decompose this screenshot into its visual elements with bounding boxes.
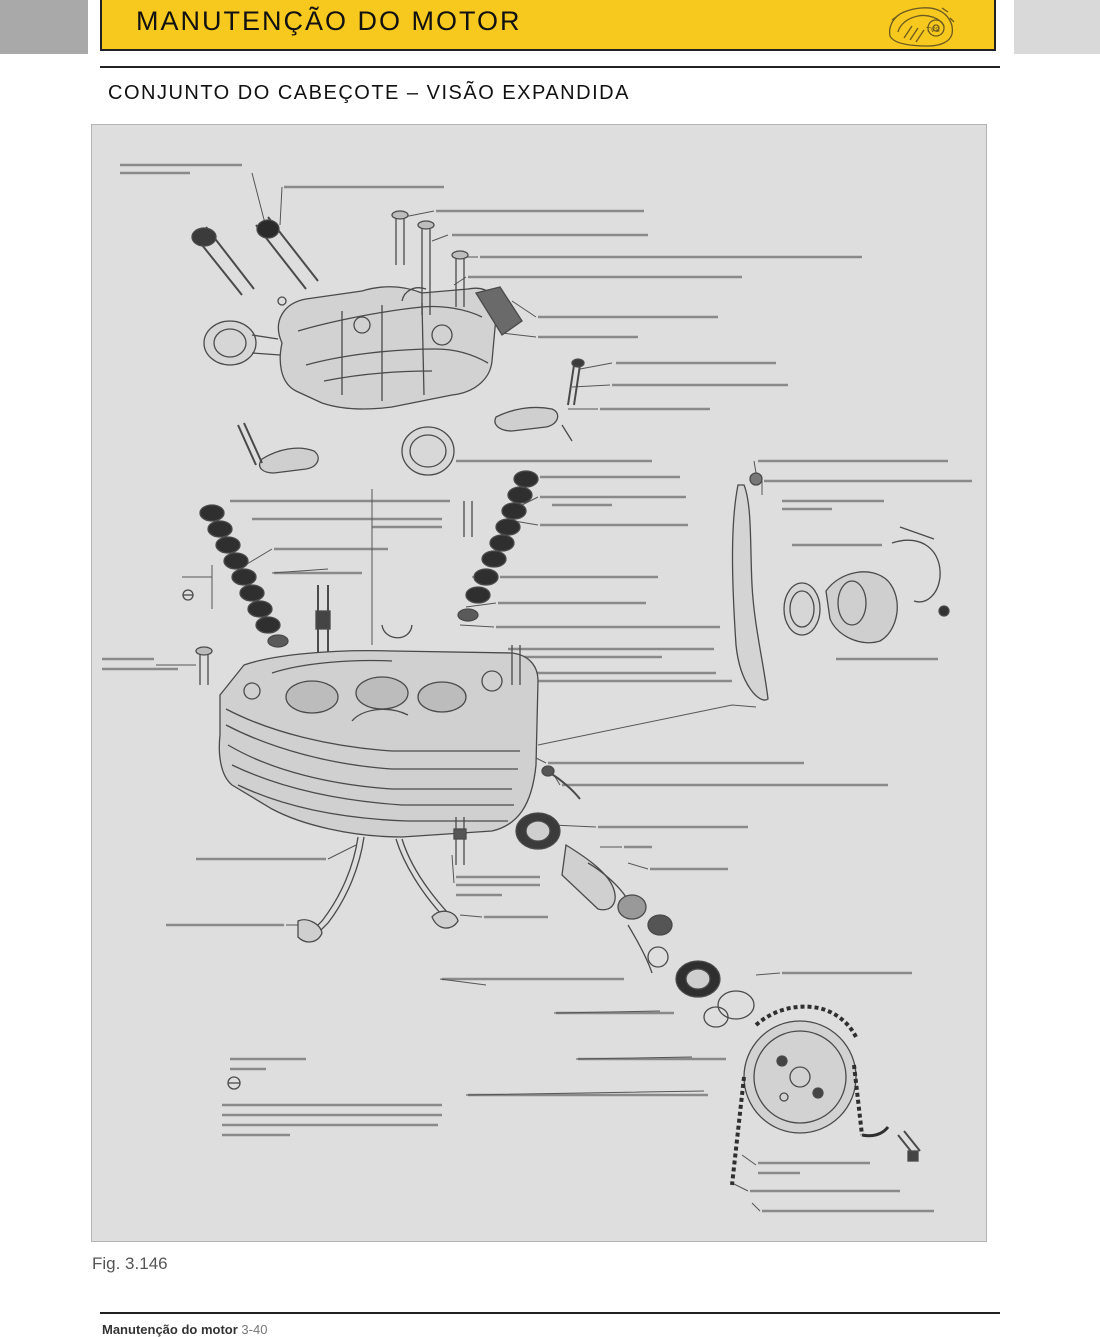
figure-caption: Fig. 3.146 — [92, 1254, 168, 1273]
engine-logo-icon: TVS — [888, 7, 955, 47]
chapter-title: MANUTENÇÃO DO MOTOR — [136, 6, 522, 36]
right-page-tab — [1014, 0, 1100, 54]
svg-text:TVS: TVS — [926, 27, 940, 34]
footer-chapter-label: Manutenção do motor — [102, 1322, 238, 1337]
bottom-divider — [100, 1312, 1000, 1314]
cylinder-head-exploded-drawing — [102, 163, 972, 1213]
chapter-header: MANUTENÇÃO DO MOTOR TVS — [100, 0, 996, 51]
top-divider — [100, 66, 1000, 68]
section-title: CONJUNTO DO CABEÇOTE – VISÃO EXPANDIDA — [108, 82, 630, 104]
page-number: 3-40 — [241, 1322, 268, 1337]
left-page-tab — [0, 0, 88, 54]
page-footer: Manutenção do motor 3-40 — [102, 1322, 267, 1337]
exploded-view-diagram — [91, 124, 987, 1242]
